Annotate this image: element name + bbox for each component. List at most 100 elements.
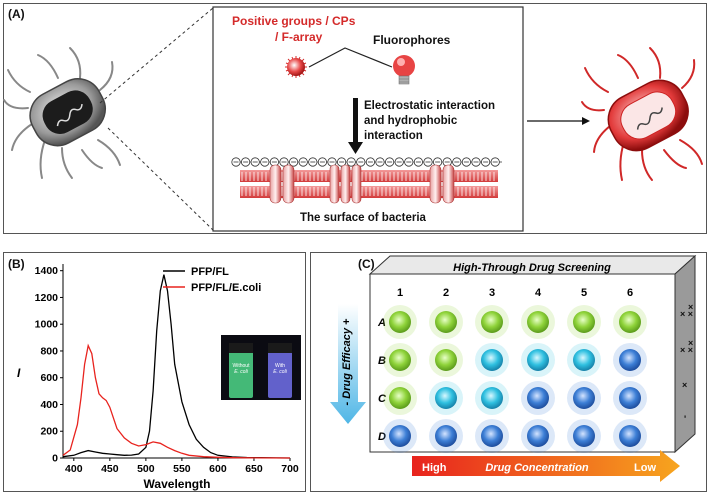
y-tick-label: 1000 (35, 319, 59, 331)
conc-high-label: High (422, 462, 447, 474)
well-B1 (389, 349, 411, 371)
y-tick-label: 200 (40, 426, 58, 438)
svg-text:×: × (682, 380, 687, 390)
well-B3 (481, 349, 503, 371)
y-tick-label: 1400 (35, 265, 59, 277)
well-B2 (435, 349, 457, 371)
x-tick-label: 600 (209, 463, 227, 475)
row-label: B (378, 355, 386, 367)
zoom-box (212, 6, 524, 232)
well-C4 (527, 387, 549, 409)
well-D4 (527, 425, 549, 447)
vial-right-label-2: E. coli (273, 369, 288, 375)
grey-bacterium-icon (3, 47, 121, 179)
well-A6 (619, 311, 641, 333)
emission-chart: 400 450 500 550 600 650 700 0 200 400 600 800 1000 12… (17, 264, 301, 491)
series-line-0 (62, 274, 291, 459)
surface-label: The surface of bacteria (300, 212, 426, 224)
membrane-protein (269, 164, 295, 204)
column-label: 1 (397, 287, 403, 299)
membrane-protein (429, 164, 455, 204)
x-tick-label: 450 (101, 463, 119, 475)
zoom-line-bottom (107, 127, 214, 231)
column-label: 2 (443, 287, 449, 299)
well-C3 (481, 387, 503, 409)
well-B6 (619, 349, 641, 371)
y-tick-label: 600 (40, 372, 58, 384)
x-tick-label: 700 (281, 463, 299, 475)
row-label: C (378, 393, 387, 405)
efficacy-arrow (330, 304, 366, 424)
well-C2 (435, 387, 457, 409)
well-A4 (527, 311, 549, 333)
svg-text:×: × (688, 338, 693, 348)
y-tick-label: 1200 (35, 292, 59, 304)
vial-left-label-1: Without (233, 363, 251, 369)
membrane-protein (329, 164, 362, 204)
row-label: A (377, 317, 386, 329)
well-B4 (527, 349, 549, 371)
red-bacterium-icon (581, 47, 703, 181)
x-tick-label: 500 (137, 463, 155, 475)
panel-b-label: (B) (8, 257, 25, 271)
plate-title: High-Through Drug Screening (453, 262, 611, 274)
well-D5 (573, 425, 595, 447)
positive-group-icon (285, 56, 307, 78)
well-D1 (389, 425, 411, 447)
legend-label-pfp-fl-ecoli: PFP/FL/E.coli (191, 282, 261, 294)
right-arrow-icon (527, 117, 590, 125)
interaction-label-2: and hydrophobic (364, 115, 458, 127)
x-tick-label: 400 (65, 463, 83, 475)
well-D2 (435, 425, 457, 447)
panel-a-label: (A) (8, 7, 25, 21)
y-tick-label: 800 (40, 345, 58, 357)
panel-a-graphics (3, 6, 703, 232)
well-A1 (389, 311, 411, 333)
legend-label-pfp-fl: PFP/FL (191, 266, 229, 278)
well-A2 (435, 311, 457, 333)
well-D3 (481, 425, 503, 447)
svg-text:× ×: × × (680, 309, 693, 319)
well-D6 (619, 425, 641, 447)
side-markings: × ×× × ×× × ' (680, 302, 693, 424)
column-label: 5 (581, 287, 587, 299)
well-A3 (481, 311, 503, 333)
interaction-label-1: Electrostatic interaction (364, 100, 496, 112)
bacteria-membrane (231, 157, 502, 204)
well-C6 (619, 387, 641, 409)
column-label: 3 (489, 287, 495, 299)
conc-low-label: Low (634, 462, 656, 474)
lightbulb-icon (393, 55, 415, 85)
fluorophores-label: Fluorophores (373, 33, 451, 47)
interaction-label-3: interaction (364, 130, 423, 142)
zoom-line-top (99, 7, 214, 104)
well-B5 (573, 349, 595, 371)
svg-text:× ×: × × (680, 345, 693, 355)
column-label: 6 (627, 287, 633, 299)
y-axis-title: I (17, 366, 21, 380)
positive-groups-label: Positive groups / CPs (232, 14, 356, 28)
y-tick-label: 400 (40, 399, 58, 411)
y-tick-label: 0 (52, 453, 58, 465)
well-A5 (573, 311, 595, 333)
efficacy-label: - Drug Efficacy + (341, 318, 353, 406)
connector-line (308, 47, 393, 68)
svg-text:×: × (688, 302, 693, 312)
x-tick-label: 650 (245, 463, 263, 475)
well-C1 (389, 387, 411, 409)
vial-photo: Without E. coli With E. coli (221, 335, 301, 400)
concentration-arrow (412, 450, 680, 482)
down-arrow-icon (348, 98, 363, 154)
vial-right-label-1: With (275, 363, 285, 369)
well-C5 (573, 387, 595, 409)
chart-legend: PFP/FL PFP/FL/E.coli (163, 266, 261, 294)
x-tick-label: 550 (173, 463, 191, 475)
svg-text:': ' (684, 414, 686, 424)
row-label: D (378, 431, 386, 443)
vial-left-label-2: E. coli (234, 369, 249, 375)
column-label: 4 (535, 287, 542, 299)
series-line-1 (62, 343, 291, 459)
x-axis-title: Wavelength (144, 477, 211, 491)
well-plate: High-Through Drug Screening 1 2 3 4 5 6A B C D ×… (330, 254, 697, 482)
conc-label: Drug Concentration (485, 462, 589, 474)
